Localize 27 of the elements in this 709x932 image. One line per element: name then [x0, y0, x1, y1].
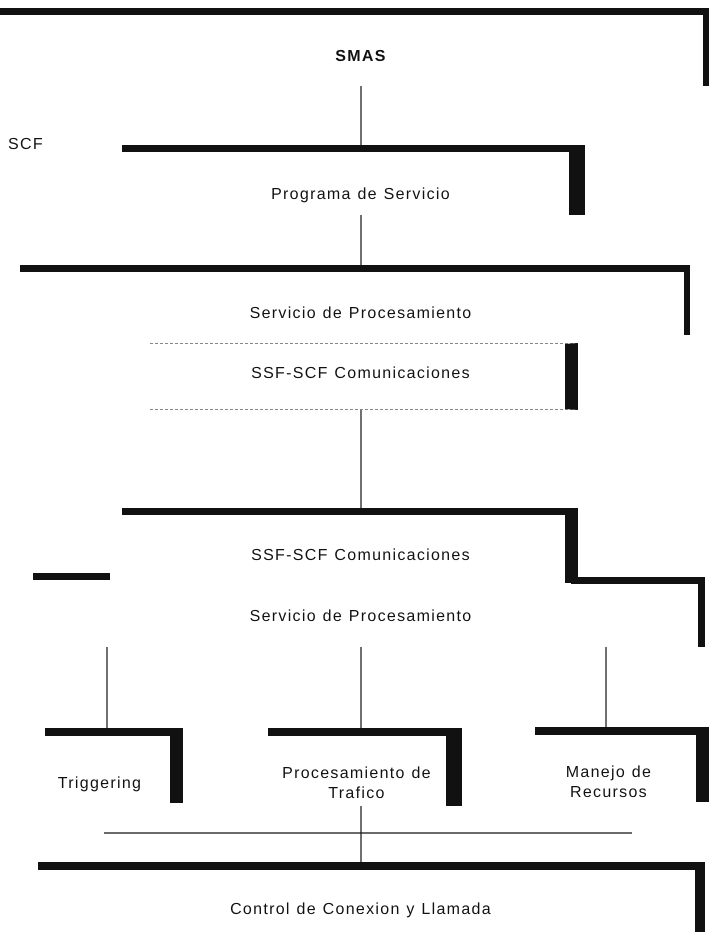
connector-line: [360, 806, 362, 862]
box-label: Programa de Servicio: [271, 185, 451, 205]
connector-line: [360, 86, 362, 145]
function-box: [268, 728, 462, 806]
function-box: [535, 727, 709, 802]
function-box: [122, 145, 585, 215]
box-label: Procesamiento de Trafico: [282, 764, 432, 804]
box-label: Triggering: [58, 774, 142, 794]
box-label: SSF-SCF Comunicaciones: [251, 546, 471, 566]
box-label: Servicio de Procesamiento: [250, 304, 472, 324]
connector-line: [360, 647, 362, 728]
connector-line: [605, 647, 607, 727]
process-box: [38, 862, 705, 932]
box-label: SMAS: [335, 47, 387, 67]
box-label: Manejo de Recursos: [564, 763, 654, 803]
connector-line: [360, 410, 362, 508]
function-box: [20, 265, 690, 335]
connector-line: [360, 215, 362, 265]
box-label: Control de Conexion y Llamada: [230, 900, 492, 920]
function-box: [150, 343, 578, 410]
box-label: SSF-SCF Comunicaciones: [251, 364, 471, 384]
group-label: SCF: [8, 136, 44, 154]
box-label: Servicio de Procesamiento: [250, 607, 472, 627]
function-box: [45, 728, 183, 803]
system-box: [0, 8, 709, 86]
function-box: [122, 508, 578, 583]
connector-line: [106, 647, 108, 728]
